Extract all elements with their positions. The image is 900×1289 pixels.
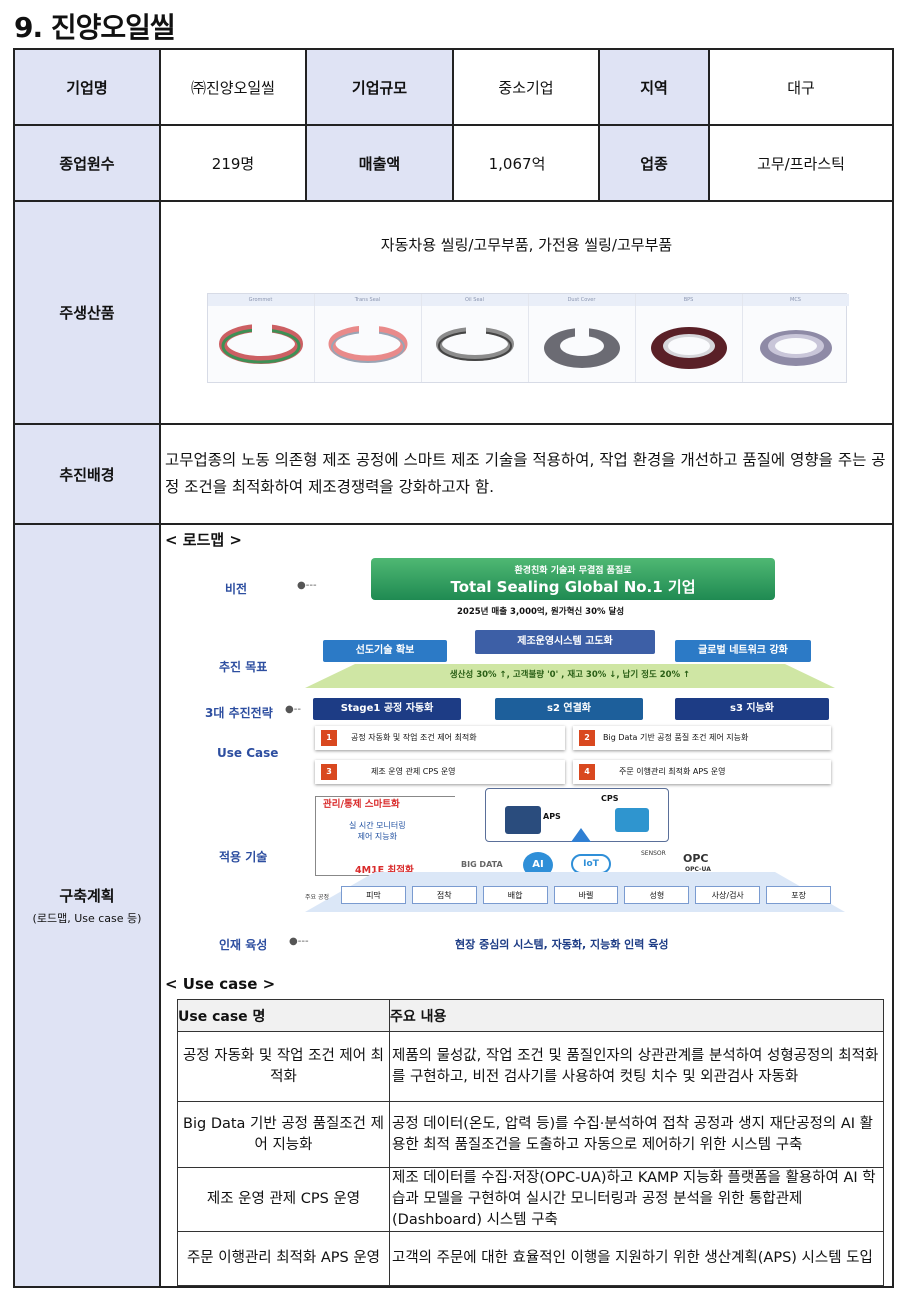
company-profile-table: 기업명 ㈜진양오일씰 기업규모 중소기업 지역 대구 종업원수 219명 매출액… bbox=[13, 48, 894, 1288]
product-image-strip: Grommet Trans Seal Oil Seal Dust Cover B… bbox=[206, 293, 849, 383]
usecase-label: Use Case bbox=[217, 746, 279, 760]
background-text: 고무업종의 노동 의존형 제조 공정에 스마트 제조 기술을 적용하여, 작업 … bbox=[165, 451, 886, 496]
usecase-heading: < Use case > bbox=[165, 975, 276, 993]
opc-icon: OPC bbox=[683, 852, 709, 865]
aps-icon bbox=[505, 806, 541, 834]
goal-item: 제조운영시스템 고도화 bbox=[475, 630, 655, 654]
product-mcs: MCS bbox=[742, 294, 849, 382]
product-caption: MCS bbox=[742, 294, 849, 306]
employees-label: 종업원수 bbox=[13, 124, 161, 202]
product-caption: Dust Cover bbox=[528, 294, 635, 306]
product-trans-seal: Trans Seal bbox=[314, 294, 422, 382]
product-caption: Oil Seal bbox=[421, 294, 528, 306]
vision-banner: 환경친화 기술과 무결점 품질로 Total Sealing Global No… bbox=[371, 558, 775, 600]
goal-item: 글로벌 네트워크 강화 bbox=[675, 640, 811, 662]
usecase-row-name: Big Data 기반 공정 품질조건 제어 지능화 bbox=[177, 1101, 390, 1168]
goal-item: 선도기술 확보 bbox=[323, 640, 447, 662]
opcua-label: OPC-UA bbox=[685, 866, 711, 873]
region-value: 대구 bbox=[708, 48, 894, 126]
tech-label: 적용 기술 bbox=[219, 850, 268, 864]
plan-label: 구축계획 bbox=[59, 887, 115, 905]
usecase-row-desc: 제품의 물성값, 작업 조건 및 품질인자의 상관관계를 분석하여 성형공정의 … bbox=[389, 1031, 884, 1102]
tech-loop-title: 관리/통제 스마트화 bbox=[323, 799, 400, 810]
strategy-item: s3 지능화 bbox=[675, 698, 829, 720]
product-caption: BPS bbox=[635, 294, 742, 306]
usecase-row-desc: 제조 데이터를 수집·저장(OPC-UA)하고 KAMP 지능화 플랫폼을 활용… bbox=[389, 1167, 884, 1232]
product-grommet: Grommet bbox=[207, 294, 315, 382]
iot-icon: IoT bbox=[571, 854, 611, 874]
process-caption: 주요 공정 bbox=[305, 894, 329, 901]
page-title: 9. 진양오일씰 bbox=[14, 11, 176, 44]
company-size-label: 기업규모 bbox=[305, 48, 454, 126]
sales-value: 1,067억 bbox=[452, 124, 600, 202]
process-item: 포장 bbox=[766, 886, 832, 904]
usecase-table: Use case 명 주요 내용 공정 자동화 및 작업 조건 제어 최적화 제… bbox=[177, 999, 884, 1286]
tech-loop-item: 실 시간 모니터링 bbox=[349, 821, 406, 830]
usecase-row-desc: 고객의 주문에 대한 효율적인 이행을 지원하기 위한 생산계획(APS) 시스… bbox=[389, 1231, 884, 1286]
plan-label-cell: 구축계획 (로드맵, Use case 등) bbox=[13, 523, 161, 1288]
strategy-label: 3대 추진전략 bbox=[205, 706, 273, 720]
process-list: 피막 접착 배합 바렐 성형 사상/검사 포장 bbox=[341, 886, 832, 904]
cps-icon bbox=[615, 808, 649, 832]
process-item: 바렐 bbox=[553, 886, 619, 904]
plan-sublabel: (로드맵, Use case 등) bbox=[32, 912, 142, 925]
employees-value: 219명 bbox=[159, 124, 307, 202]
bigdata-icon: BIG DATA bbox=[461, 860, 503, 869]
process-item: 피막 bbox=[341, 886, 406, 904]
company-name-value: ㈜진양오일씰 bbox=[159, 48, 307, 126]
vision-label: 비전 bbox=[225, 582, 248, 596]
product-caption: Trans Seal bbox=[314, 294, 421, 306]
usecase-col-name: Use case 명 bbox=[177, 999, 390, 1032]
company-name-label: 기업명 bbox=[13, 48, 161, 126]
talent-text: 현장 중심의 시스템, 자동화, 지능화 인력 육성 bbox=[455, 938, 669, 951]
usecase-row-name: 공정 자동화 및 작업 조건 제어 최적화 bbox=[177, 1031, 390, 1102]
goal-metric-band bbox=[305, 664, 835, 688]
usecase-row-name: 주문 이행관리 최적화 APS 운영 bbox=[177, 1231, 390, 1286]
strategy-item: s2 연결화 bbox=[495, 698, 643, 720]
strategy-item: Stage1 공정 자동화 bbox=[313, 698, 461, 720]
process-item: 접착 bbox=[411, 886, 477, 904]
tech-loop-bottom: 4M1E 최적화 bbox=[355, 865, 414, 876]
vision-sub: 2025년 매출 3,000억, 원가혁신 30% 달성 bbox=[457, 607, 625, 617]
background-label: 추진배경 bbox=[13, 423, 161, 525]
tech-loop-item: 제어 지능화 bbox=[357, 832, 397, 841]
roadmap-diagram: 비전 ●--- 환경친화 기술과 무결점 품질로 Total Sealing G… bbox=[205, 550, 900, 965]
usecase-row-name: 제조 운영 관제 CPS 운영 bbox=[177, 1167, 390, 1232]
roadmap-heading: < 로드맵 > bbox=[165, 531, 242, 549]
products-title: 자동차용 씰링/고무부품, 가전용 씰링/고무부품 bbox=[380, 236, 673, 254]
product-dust-cover: Dust Cover bbox=[528, 294, 636, 382]
product-bps: BPS bbox=[635, 294, 743, 382]
sensor-icon: SENSOR bbox=[641, 850, 666, 857]
process-item: 사상/검사 bbox=[695, 886, 761, 904]
industry-value: 고무/프라스틱 bbox=[708, 124, 894, 202]
products-label: 주생산품 bbox=[13, 200, 161, 425]
product-oil-seal: Oil Seal bbox=[421, 294, 529, 382]
talent-label: 인재 육성 bbox=[219, 938, 268, 952]
industry-label: 업종 bbox=[598, 124, 710, 202]
usecase-col-desc: 주요 내용 bbox=[389, 999, 884, 1032]
region-label: 지역 bbox=[598, 48, 710, 126]
process-item: 배합 bbox=[482, 886, 548, 904]
goal-metric: 생산성 30% ↑, 고객불량 '0' , 재고 30% ↓, 납기 정도 20… bbox=[449, 670, 691, 680]
process-item: 성형 bbox=[624, 886, 690, 904]
usecase-row-desc: 공정 데이터(온도, 압력 등)를 수집·분석하여 접착 공정과 생지 재단공정… bbox=[389, 1101, 884, 1168]
up-arrow-icon bbox=[571, 828, 591, 842]
sales-label: 매출액 bbox=[305, 124, 454, 202]
company-size-value: 중소기업 bbox=[452, 48, 600, 126]
goal-label: 추진 목표 bbox=[219, 660, 268, 674]
product-caption: Grommet bbox=[207, 294, 314, 306]
